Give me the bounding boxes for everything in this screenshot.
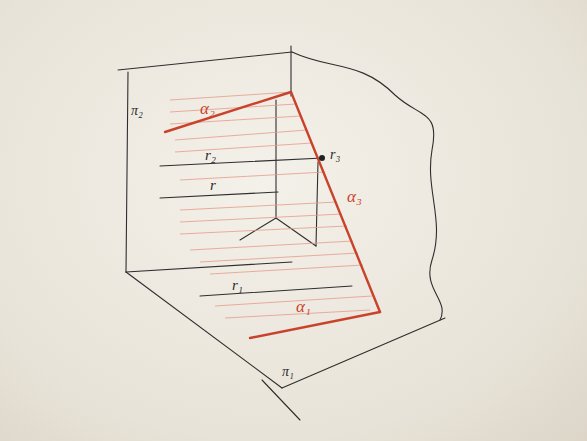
point bbox=[319, 155, 325, 161]
trace-label: α₂ bbox=[200, 100, 215, 117]
hatching bbox=[170, 92, 372, 318]
projection-line bbox=[276, 218, 316, 246]
projection-line bbox=[240, 218, 276, 240]
trace-label: α₃ bbox=[347, 188, 362, 205]
trace-alpha1 bbox=[250, 312, 380, 338]
trace-alpha2 bbox=[165, 92, 291, 132]
plane-label: r bbox=[210, 178, 216, 193]
line-r1 bbox=[200, 286, 352, 296]
plane-label: π₂ bbox=[131, 104, 143, 118]
plane-edge bbox=[126, 272, 282, 388]
plane-label: r₂ bbox=[205, 148, 216, 163]
plane-edge bbox=[262, 380, 300, 420]
line-r bbox=[160, 192, 278, 198]
plane-label: π₁ bbox=[282, 365, 294, 379]
axis-line bbox=[290, 46, 291, 96]
trace-alpha3 bbox=[291, 92, 380, 312]
plane-edge bbox=[282, 318, 445, 388]
plane-edge bbox=[126, 72, 128, 272]
plane-label: r₃ bbox=[330, 148, 340, 162]
line-r2 bbox=[160, 158, 323, 166]
plane-edge bbox=[118, 52, 292, 70]
trace-label: α₁ bbox=[296, 298, 311, 315]
plane-edge bbox=[292, 52, 442, 320]
plane-label: r₁ bbox=[232, 278, 243, 293]
projection-line bbox=[316, 162, 318, 246]
